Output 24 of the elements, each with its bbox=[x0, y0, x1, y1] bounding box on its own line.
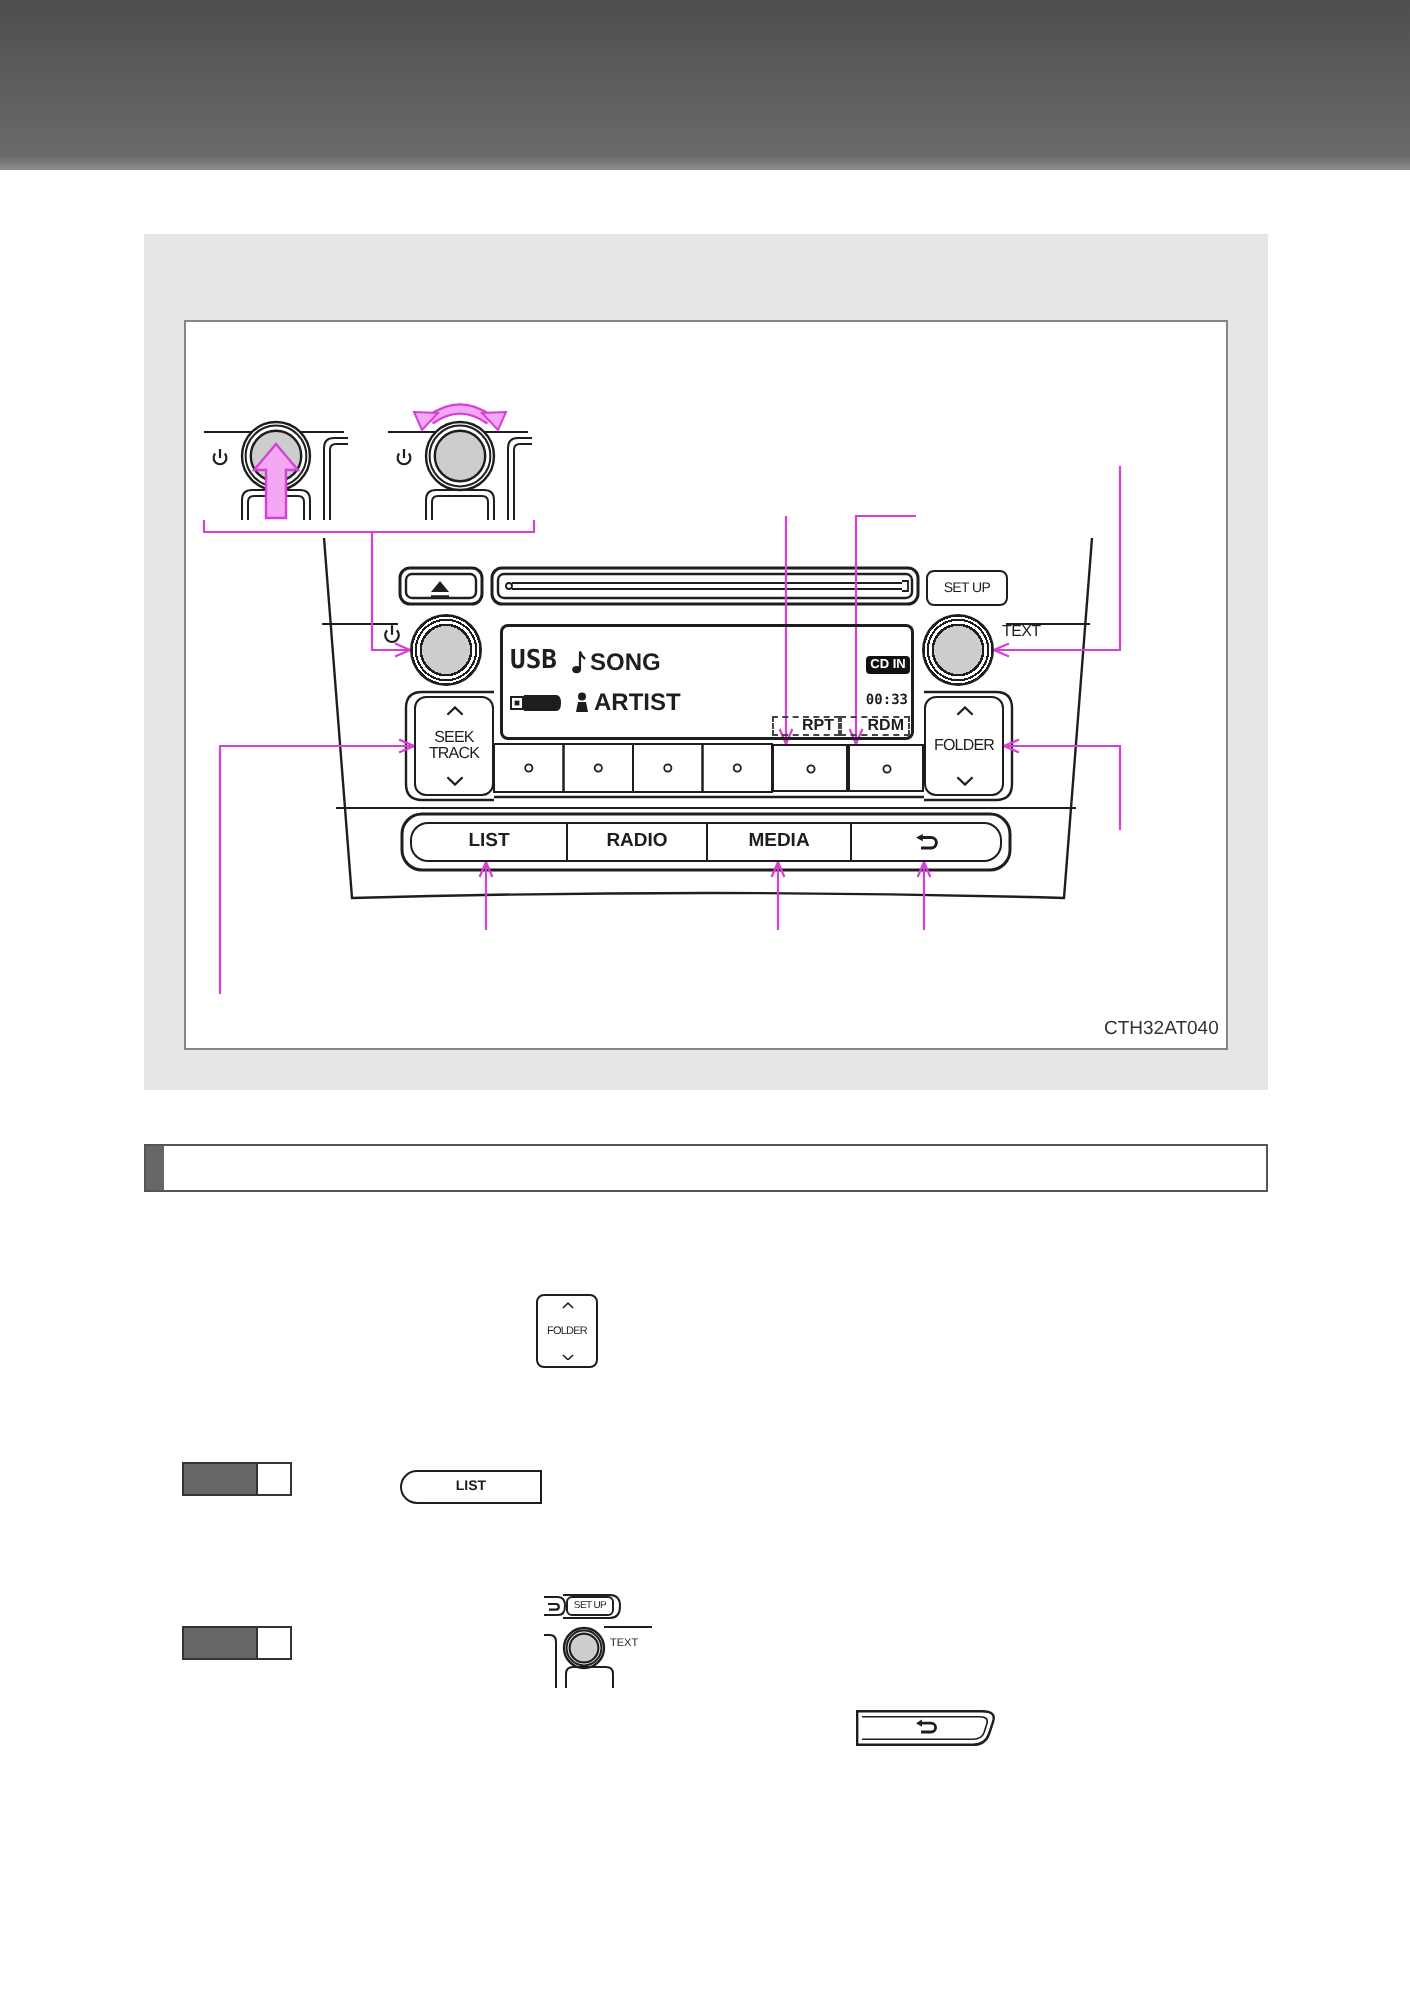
panel-button bbox=[850, 822, 1002, 862]
preset-button bbox=[772, 744, 848, 792]
display-label: RPT bbox=[772, 716, 840, 736]
leader-line bbox=[218, 738, 416, 994]
figure-code: CTH32AT040 bbox=[1104, 1020, 1219, 1041]
leader-line bbox=[1002, 738, 1122, 830]
rocker-button: SEEK TRACK bbox=[414, 696, 494, 796]
leader-line bbox=[770, 860, 786, 930]
display-text: SONG bbox=[590, 650, 661, 674]
leader-line bbox=[848, 514, 916, 746]
knob-label: TEXT bbox=[1002, 622, 1041, 642]
leader-line bbox=[778, 516, 794, 746]
panel-button: MEDIA bbox=[706, 822, 850, 862]
display-label: RDM bbox=[840, 716, 910, 736]
panel-button: RADIO bbox=[566, 822, 706, 862]
display-text: ARTIST bbox=[594, 690, 681, 714]
display-screen bbox=[500, 624, 914, 740]
leader-line bbox=[992, 466, 1122, 658]
display-text: USB bbox=[510, 648, 557, 674]
leader-line bbox=[478, 860, 494, 930]
rocker-button: FOLDER bbox=[924, 696, 1004, 796]
leader-line bbox=[916, 860, 932, 930]
panel-button: LIST bbox=[410, 822, 566, 862]
preset-button bbox=[848, 744, 924, 792]
